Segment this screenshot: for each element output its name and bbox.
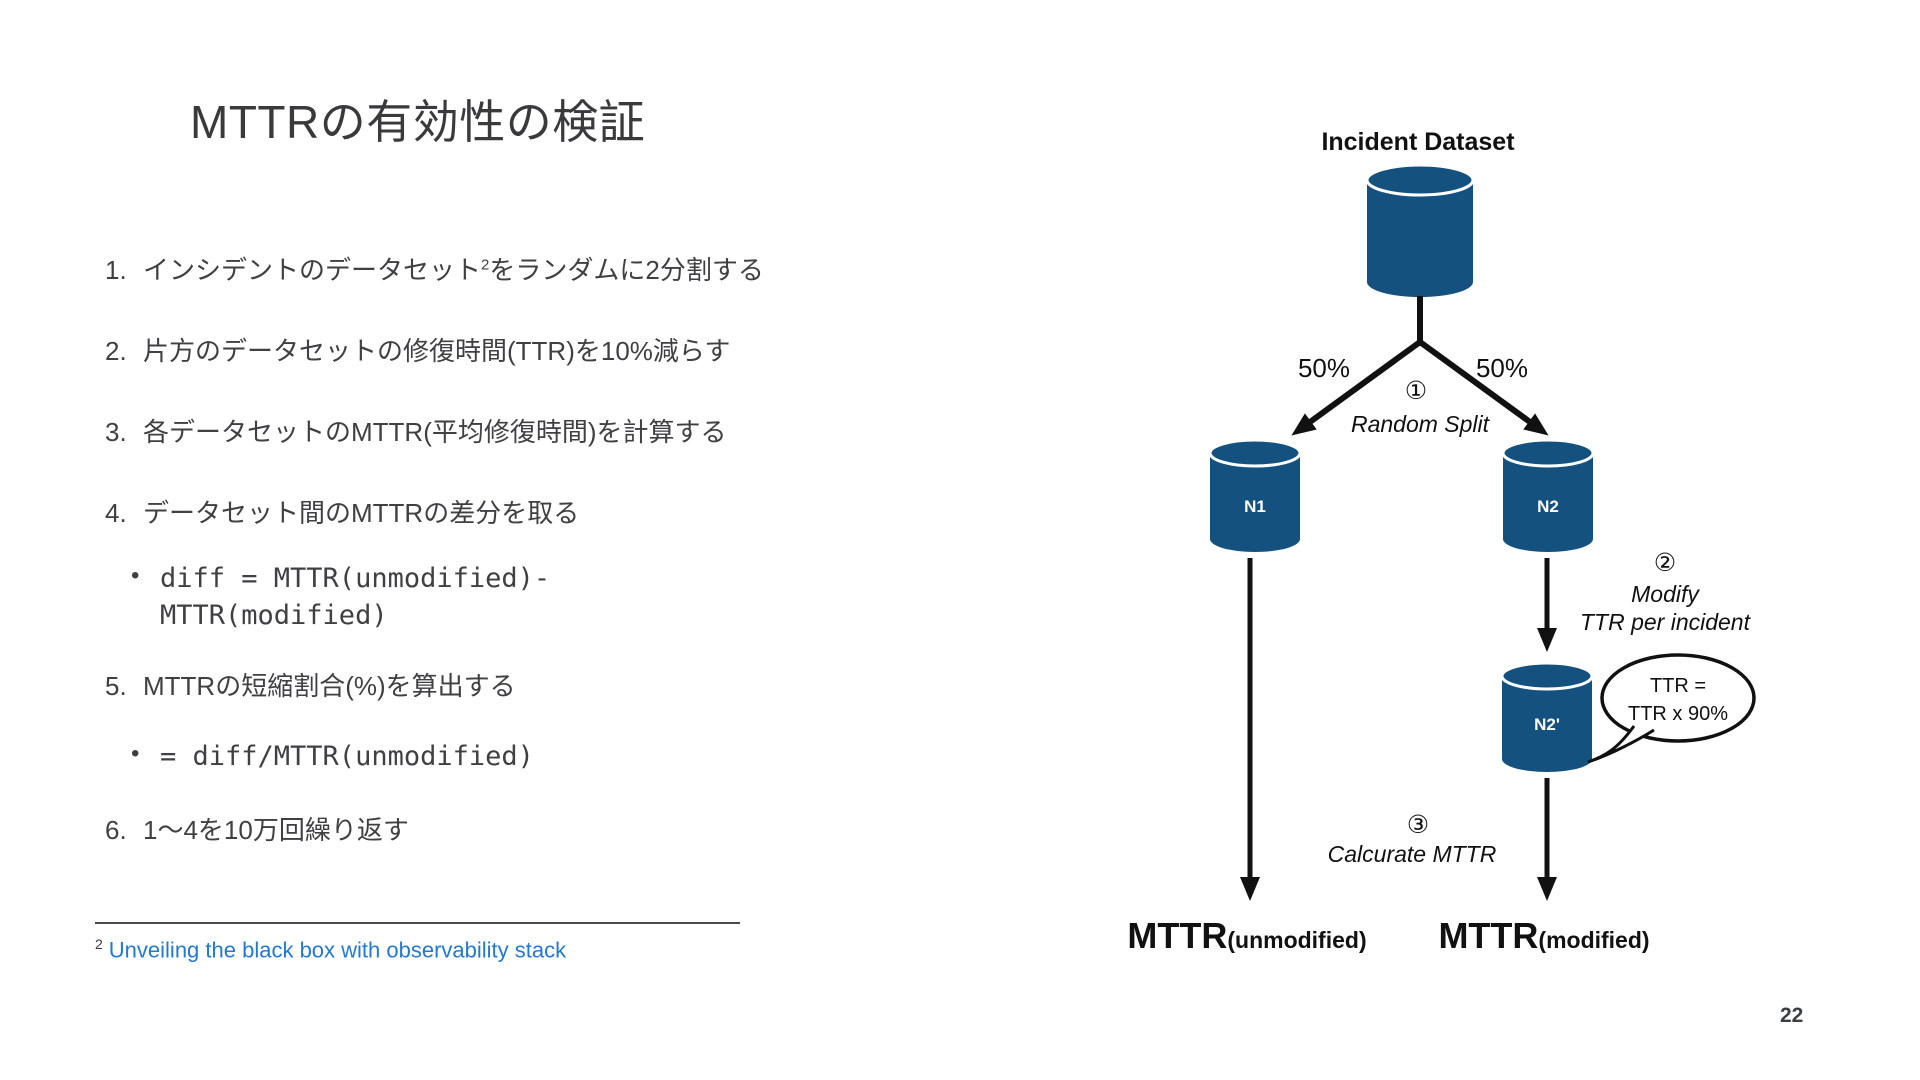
n2mod-cylinder: N2' [1500, 661, 1594, 772]
split-left-percent: 50% [1298, 353, 1350, 383]
n2-cylinder: N2 [1501, 438, 1595, 552]
cylinder-body [1210, 453, 1300, 552]
list-item-1: 1. インシデントのデータセット2をランダムに2分割する [105, 250, 785, 287]
step1-circled-number: ① [1405, 376, 1427, 405]
bullet-marker: • [131, 740, 140, 767]
footnote-divider [95, 922, 740, 924]
cylinder-body [1502, 676, 1592, 772]
code-bullet-diff: • diff = MTTR(unmodified)- MTTR(modified… [131, 560, 771, 634]
list-item-2-text: 片方のデータセットの修復時間(TTR)を10%減らす [143, 336, 731, 366]
split-arrow-right [1418, 339, 1549, 436]
split-right-percent: 50% [1476, 353, 1528, 383]
cylinder-top [1501, 438, 1595, 468]
footnote-ref-superscript: 2 [481, 256, 490, 274]
list-item-6: 6. 1〜4を10万回繰り返す [105, 810, 785, 847]
list-item-5-number: 5. [105, 671, 127, 701]
step2-label-line2: TTR per incident [1580, 609, 1752, 635]
bubble-ellipse [1600, 653, 1756, 743]
list-item-4: 4. データセット間のMTTRの差分を取る [105, 493, 785, 530]
page-number: 22 [1780, 1004, 1804, 1027]
footnote-link[interactable]: Unveiling the black box with observabili… [108, 937, 567, 963]
bubble-tail [1587, 725, 1655, 764]
step2-circled-number: ② [1654, 548, 1676, 577]
list-item-3: 3. 各データセットのMTTR(平均修復時間)を計算する [105, 412, 785, 449]
list-item-5: 5. MTTRの短縮割合(%)を算出する [105, 666, 785, 703]
cylinder-top [1208, 438, 1302, 468]
footnote-number: 2 [95, 936, 103, 952]
cylinder-body [1503, 453, 1593, 552]
list-item-3-text: 各データセットのMTTR(平均修復時間)を計算する [143, 417, 727, 447]
incident-dataset-label: Incident Dataset [1321, 128, 1515, 156]
page-title: MTTRの有効性の検証 [190, 96, 646, 148]
step2-label-line1: Modify [1631, 581, 1700, 607]
list-item-6-number: 6. [105, 815, 127, 845]
code-text-diff: diff = MTTR(unmodified)- MTTR(modified) [160, 563, 551, 631]
list-item-4-number: 4. [105, 498, 127, 528]
n1-cylinder: N1 [1208, 438, 1302, 552]
split-arrow-left [1291, 339, 1422, 436]
bubble-text-line2: TTR x 90% [1628, 703, 1728, 725]
list-item-1-number: 1. [105, 255, 127, 285]
incident-dataset-cylinder [1365, 163, 1475, 297]
mttr-validation-diagram: Incident Dataset 50% 50% ① Random Split … [1127, 128, 1756, 956]
cylinder-top [1500, 661, 1594, 691]
cylinder-body [1367, 180, 1473, 297]
list-item-6-text: 1〜4を10万回繰り返す [143, 815, 409, 845]
n1-label: N1 [1244, 497, 1266, 516]
bubble-text-line1: TTR = [1650, 675, 1706, 697]
list-item-2: 2. 片方のデータセットの修復時間(TTR)を10%減らす [105, 331, 785, 368]
bullet-marker: • [131, 562, 140, 589]
list-item-2-number: 2. [105, 336, 127, 366]
list-item-3-number: 3. [105, 417, 127, 447]
step3-circled-number: ③ [1407, 810, 1429, 839]
code-text-ratio: = diff/MTTR(unmodified) [160, 741, 534, 772]
step3-label: Calcurate MTTR [1328, 841, 1497, 867]
code-bullet-ratio: • = diff/MTTR(unmodified) [131, 738, 771, 775]
footnote: 2 Unveiling the black box with observabil… [95, 936, 566, 963]
ttr-speech-bubble: TTR = TTR x 90% [1587, 653, 1756, 764]
mttr-unmodified-label: MTTR(unmodified) [1127, 915, 1366, 956]
list-item-5-text: MTTRの短縮割合(%)を算出する [143, 671, 516, 701]
n2mod-label: N2' [1534, 715, 1560, 734]
step1-label: Random Split [1351, 411, 1491, 437]
mttr-modified-label: MTTR(modified) [1438, 915, 1649, 956]
cylinder-top [1365, 163, 1475, 197]
n2-label: N2 [1537, 497, 1559, 516]
list-item-1-text: インシデントのデータセット2をランダムに2分割する [143, 255, 764, 285]
list-item-4-text: データセット間のMTTRの差分を取る [143, 498, 580, 528]
